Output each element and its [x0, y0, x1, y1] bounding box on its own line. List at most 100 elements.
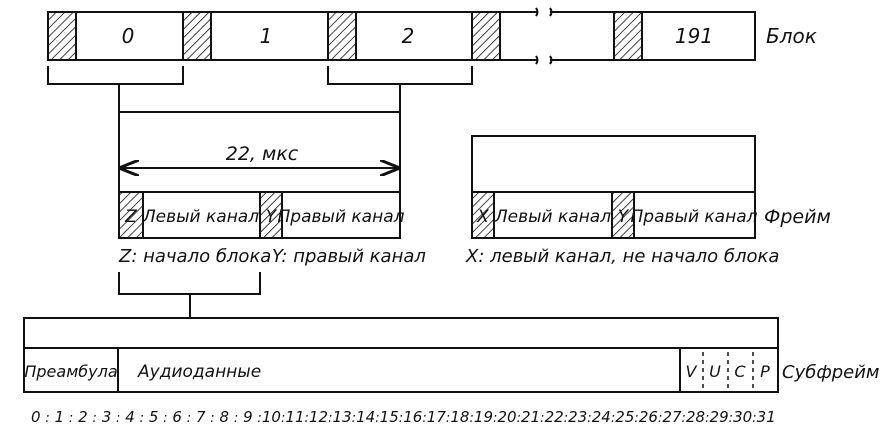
bit-number: 10 — [262, 408, 281, 426]
bit-number: 8 — [220, 408, 230, 426]
block-label-0: 0 — [122, 24, 135, 48]
frame-1-right-channel: Правый канал — [278, 207, 405, 227]
bit-number: 30 — [733, 408, 752, 426]
block-brackets — [47, 66, 473, 112]
legend-x: X: левый канал, не начало блока — [465, 246, 779, 267]
flag-p: P — [760, 362, 770, 381]
bit-separator: : — [257, 411, 261, 426]
bit-number: 24 — [592, 408, 611, 426]
bit-separator: : — [352, 411, 356, 426]
bit-separator: : — [305, 411, 309, 426]
bit-number: 27 — [662, 408, 682, 426]
subframe-preamble-label: Преамбула — [24, 362, 117, 381]
subframe-audio-label: Аудиоданные — [137, 362, 261, 382]
subframe-side-label: Субфрейм — [782, 362, 880, 383]
bit-number: 6 — [172, 408, 182, 426]
frame-1-preamble-hatch — [118, 191, 144, 239]
flag-v: V — [686, 362, 698, 381]
frame-2-right-preamble-letter: Y — [618, 207, 630, 227]
block-preamble-hatch — [47, 11, 77, 61]
bit-separator: : — [140, 411, 144, 426]
frame-1-left-channel: Левый канал — [142, 207, 259, 227]
bit-number: 25 — [615, 408, 634, 426]
flag-c: C — [734, 362, 746, 381]
bit-separator: : — [187, 411, 191, 426]
bit-number: 23 — [568, 408, 587, 426]
block-side-label: Блок — [766, 24, 817, 48]
block-break-mark — [535, 7, 553, 65]
block-preamble-hatch — [327, 11, 357, 61]
frame-2-left-channel: Левый канал — [494, 207, 611, 227]
bit-number: 7 — [196, 408, 206, 426]
bit-number: 22 — [545, 408, 564, 426]
frame-1-preamble-letter: Z — [124, 207, 137, 227]
legend-y: Y: правый канал — [272, 246, 426, 267]
block-label-2: 2 — [402, 24, 415, 48]
preamble-legend: Z: начало блока Y: правый канал X: левый… — [118, 246, 779, 267]
bit-separator: : — [729, 411, 733, 426]
bit-separator: : — [328, 411, 332, 426]
bit-separator: : — [234, 411, 238, 426]
timing-label: 22, мкс — [226, 143, 299, 165]
bit-separator: : — [493, 411, 497, 426]
frame-2-group: X Левый канал Y Правый канал Фрейм — [471, 135, 831, 239]
bit-number: 9 — [243, 408, 253, 426]
bit-number: 13 — [333, 408, 352, 426]
bit-separator: : — [540, 411, 544, 426]
block-preamble-hatch — [613, 11, 643, 61]
subframe-bracket — [23, 272, 779, 348]
frame-1-right-preamble-letter: Y — [266, 207, 278, 227]
bit-number: 1 — [55, 408, 65, 426]
bit-separator: : — [116, 411, 120, 426]
bit-number: 21 — [521, 408, 540, 426]
block-row: 0 1 2 191 Блок — [47, 7, 817, 65]
bit-number: 20 — [497, 408, 516, 426]
subframe-box — [23, 347, 779, 393]
bit-separator: : — [611, 411, 615, 426]
bit-number: 16 — [403, 408, 422, 426]
subframe-row: Преамбула Аудиоданные V U C P Субфрейм — [23, 347, 880, 393]
bit-separator: : — [281, 411, 285, 426]
bit-separator: : — [399, 411, 403, 426]
flag-u: U — [709, 362, 721, 381]
bit-separator: : — [92, 411, 96, 426]
bit-separator: : — [163, 411, 167, 426]
bit-separator: : — [564, 411, 568, 426]
bit-separator: : — [69, 411, 73, 426]
bit-number: 11 — [285, 408, 304, 426]
frame-1-group: 22, мкс Z Левый канал Y Правый канал — [118, 111, 405, 239]
bit-separator: : — [517, 411, 521, 426]
legend-z: Z: начало блока — [118, 246, 271, 267]
bit-number: 5 — [149, 408, 159, 426]
bit-separator: : — [658, 411, 662, 426]
frame-side-label: Фрейм — [764, 206, 831, 228]
bit-separator: : — [682, 411, 686, 426]
bit-separator: : — [705, 411, 709, 426]
bit-separator: : — [45, 411, 49, 426]
bit-number: 29 — [710, 408, 729, 426]
bit-number: 31 — [757, 408, 776, 426]
bit-number: 12 — [309, 408, 328, 426]
bit-separator: : — [469, 411, 473, 426]
bit-separator: : — [210, 411, 214, 426]
frame-2-right-channel: Правый канал — [631, 207, 758, 227]
block-label-1: 1 — [260, 24, 273, 48]
frame-2-preamble-letter: X — [476, 207, 489, 227]
bit-number: 3 — [102, 408, 112, 426]
bit-number: 28 — [686, 408, 705, 426]
bit-separator: : — [446, 411, 450, 426]
bit-number: 26 — [639, 408, 658, 426]
block-preamble-hatch — [182, 11, 212, 61]
bit-number: 0 — [31, 408, 41, 426]
block-label-191: 191 — [675, 24, 713, 48]
block-preamble-hatch — [471, 11, 501, 61]
bit-separator: : — [634, 411, 638, 426]
bit-number: 19 — [474, 408, 493, 426]
bit-number: 2 — [78, 408, 88, 426]
bit-number: 14 — [356, 408, 375, 426]
bit-separator: : — [587, 411, 591, 426]
bit-separator: : — [422, 411, 426, 426]
bit-number: 15 — [380, 408, 399, 426]
